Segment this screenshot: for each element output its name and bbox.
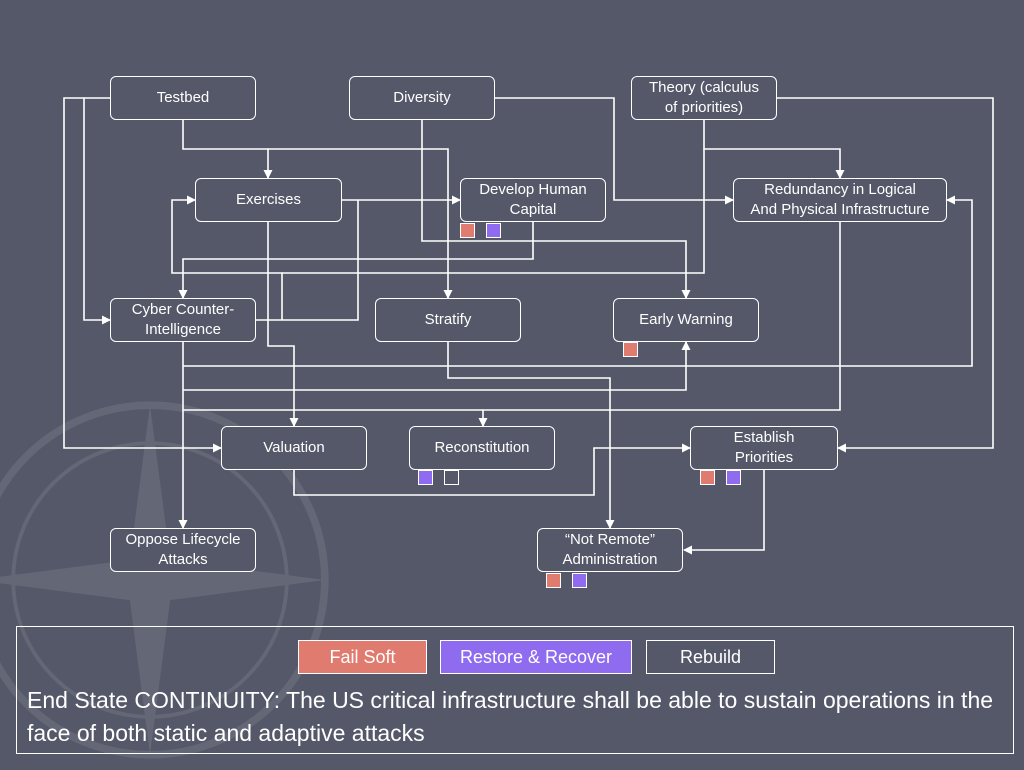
node-valuation: Valuation (221, 426, 367, 470)
marker-restore-recover (486, 223, 501, 238)
wire-cyber-to-early-warning (183, 341, 691, 391)
legend-fail-soft: Fail Soft (298, 640, 427, 674)
node-oppose-label: Oppose Lifecycle Attacks (125, 531, 241, 568)
legend-restore-recover: Restore & Recover (440, 640, 632, 674)
marker-restore-recover (418, 470, 433, 485)
node-theory-label: Theory (calculus of priorities) (648, 79, 760, 116)
node-theory: Theory (calculus of priorities) (631, 76, 777, 120)
wire-testbed-to-cyber (83, 97, 111, 325)
node-stratify: Stratify (375, 298, 521, 342)
wire-dhc-to-cyber (178, 222, 534, 299)
node-diversity: Diversity (349, 76, 495, 120)
node-reconstitution: Reconstitution (409, 426, 555, 470)
wire-cyber-up-exercises (171, 195, 283, 320)
end-state-text: End State CONTINUITY: The US critical in… (27, 687, 994, 746)
marker-restore-recover (726, 470, 741, 485)
wire-theory-to-priorities (776, 97, 994, 453)
wire-testbed-to-exercises (182, 120, 273, 179)
node-exercises: Exercises (195, 178, 342, 222)
marker-fail-soft (546, 573, 561, 588)
wire-diversity-to-redundancy (495, 97, 734, 205)
node-not-remote-label: “Not Remote” Administration (562, 531, 658, 568)
node-redundancy: Redundancy in Logical And Physical Infra… (733, 178, 947, 222)
node-develop-human-capital: Develop Human Capital (460, 178, 606, 222)
wire-cyber-to-exercises (256, 200, 359, 321)
node-cyber-label: Cyber Counter- Intelligence (131, 301, 235, 338)
legend-restore-recover-label: Restore & Recover (459, 646, 613, 667)
wire-redundancy-to-reconstitution (478, 222, 841, 427)
node-early-warning-label: Early Warning (639, 311, 733, 328)
node-cyber-counter-intelligence: Cyber Counter- Intelligence (110, 298, 256, 342)
marker-restore-recover (572, 573, 587, 588)
legend-rebuild: Rebuild (646, 640, 775, 674)
node-exercises-label: Exercises (235, 191, 302, 208)
node-establish-priorities-label: Establish Priorities (733, 429, 795, 466)
legend-rebuild-label: Rebuild (679, 646, 742, 667)
marker-fail-soft (700, 470, 715, 485)
wire-valuation-to-priorities (293, 443, 691, 496)
compass-watermark-icon (0, 401, 329, 759)
node-stratify-label: Stratify (424, 311, 472, 328)
node-establish-priorities: Establish Priorities (690, 426, 838, 470)
wire-priorities-to-not-remote (683, 470, 765, 555)
wire-exercises-to-valuation (267, 222, 299, 427)
wire-testbed-to-valuation (63, 97, 222, 453)
node-not-remote-administration: “Not Remote” Administration (537, 528, 683, 572)
node-diversity-label: Diversity (393, 89, 451, 106)
wire-diversity-to-exercises (268, 148, 453, 299)
wire-diversity-to-early-warning (421, 120, 691, 299)
node-develop-human-capital-label: Develop Human Capital (479, 181, 587, 218)
marker-rebuild (444, 470, 459, 485)
node-valuation-label: Valuation (263, 439, 325, 456)
wire-theory-to-redundancy (703, 120, 845, 179)
node-early-warning: Early Warning (613, 298, 759, 342)
node-testbed-label: Testbed (156, 89, 210, 106)
node-redundancy-label: Redundancy in Logical And Physical Infra… (750, 181, 930, 218)
node-reconstitution-label: Reconstitution (434, 439, 530, 456)
wire-cyber-to-redundancy (183, 195, 973, 367)
wire-stratify-to-not-remote (447, 342, 615, 529)
marker-fail-soft (623, 342, 638, 357)
end-state-panel (16, 626, 1014, 754)
legend-fail-soft-label: Fail Soft (329, 646, 396, 667)
marker-fail-soft (460, 223, 475, 238)
node-testbed: Testbed (110, 76, 256, 120)
wire-theory-to-cyber (282, 149, 705, 274)
node-oppose-lifecycle-attacks: Oppose Lifecycle Attacks (110, 528, 256, 572)
